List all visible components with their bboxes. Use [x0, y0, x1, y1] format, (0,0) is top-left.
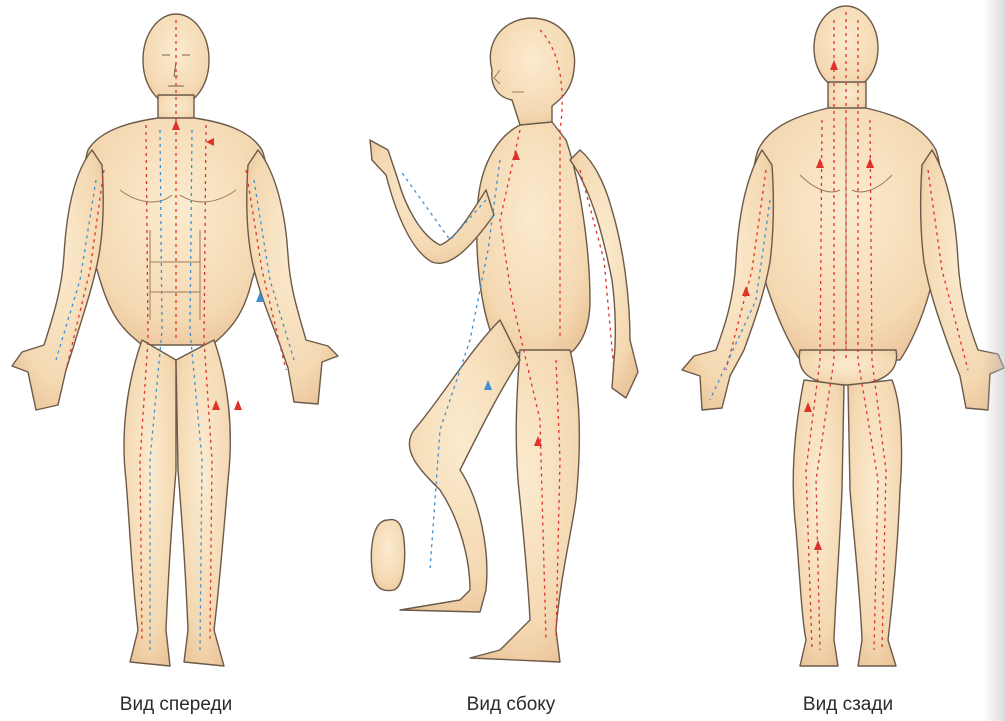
page-edge-shadow	[983, 0, 1005, 721]
back-left-leg	[793, 380, 844, 666]
side-raised-arm	[370, 140, 494, 263]
front-view-figure	[12, 14, 338, 666]
back-buttocks	[799, 350, 896, 385]
side-foot-sole	[371, 520, 404, 591]
caption-front-view: Вид спереди	[120, 694, 232, 716]
front-right-arm	[247, 150, 338, 404]
caption-back-view: Вид сзади	[803, 694, 893, 716]
side-view-figure	[370, 18, 638, 662]
back-torso	[753, 108, 943, 360]
side-bent-leg	[400, 320, 520, 612]
back-view-figure	[682, 6, 1004, 666]
front-left-arm	[12, 150, 103, 410]
back-left-arm	[682, 150, 773, 410]
front-right-leg	[176, 340, 230, 666]
caption-side-view: Вид сбоку	[467, 694, 556, 716]
